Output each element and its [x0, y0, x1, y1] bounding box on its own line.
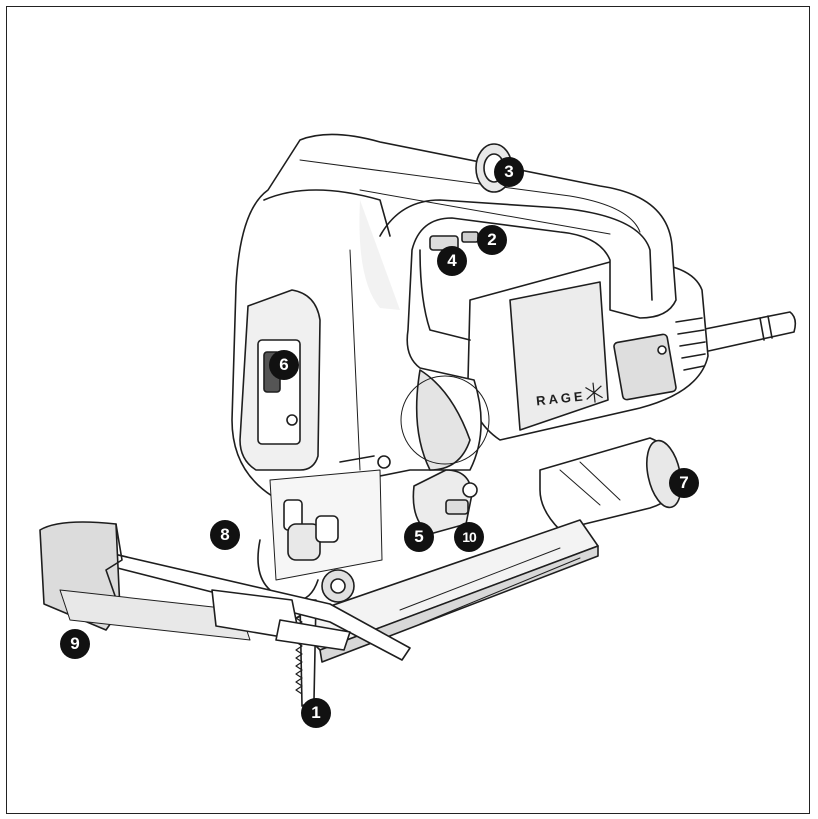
bevel-lever [412, 469, 478, 535]
callout-shoe-release: 10 [454, 522, 484, 552]
callout-dust-port: 7 [669, 468, 699, 498]
main-body [231, 133, 677, 501]
callout-pendulum-switch: 6 [269, 350, 299, 380]
callout-blade: 1 [301, 698, 331, 728]
callout-speed-dial: 3 [494, 157, 524, 187]
callout-bevel-lever: 5 [404, 522, 434, 552]
callout-blade-guard: 8 [210, 520, 240, 550]
callout-parallel-guide: 9 [60, 629, 90, 659]
brand-logo: RAGE [535, 388, 586, 408]
blade-clamp [257, 469, 383, 603]
parallel-guide [39, 521, 411, 661]
callout-trigger: 4 [437, 246, 467, 276]
brand-mark-icon [585, 382, 603, 403]
base-shoe [289, 519, 599, 663]
power-cord [699, 311, 797, 353]
callout-lock-button: 2 [477, 225, 507, 255]
dust-extraction-port [539, 437, 682, 531]
